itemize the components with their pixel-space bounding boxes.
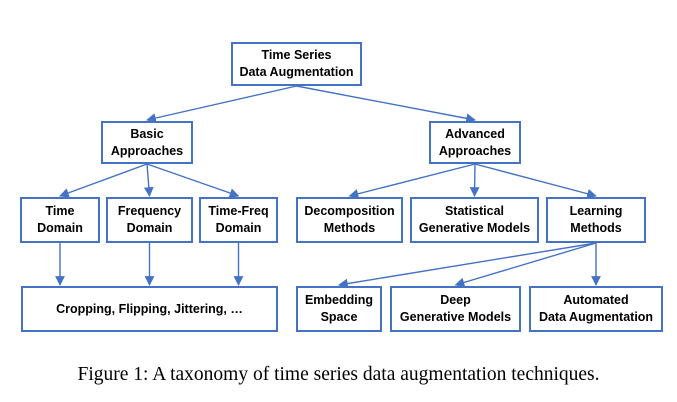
edge-basic-to-frequency [143, 163, 154, 197]
node-frequency-domain: Frequency Domain [106, 197, 193, 243]
edge-basic-to-time [59, 163, 148, 198]
edge-learning-to-deep [454, 242, 597, 288]
edge-advanced-to-learning [474, 163, 597, 199]
edge-basic-to-timefreq [146, 163, 240, 198]
node-statistical-generative-models: Statistical Generative Models [410, 197, 539, 243]
node-advanced-approaches: Advanced Approaches [429, 121, 521, 164]
edge-root-to-advanced [296, 85, 476, 124]
node-time-domain: Time Domain [20, 197, 100, 243]
figure-caption: Figure 1: A taxonomy of time series data… [77, 364, 600, 385]
node-cropping-flipping-jittering: Cropping, Flipping, Jittering, … [21, 286, 278, 332]
node-decomposition-methods: Decomposition Methods [296, 197, 403, 243]
node-time-series-data-augmentation: Time Series Data Augmentation [231, 42, 362, 86]
node-learning-methods: Learning Methods [546, 197, 646, 243]
node-automated-data-augmentation: Automated Data Augmentation [529, 286, 663, 332]
edge-advanced-to-statistical [469, 163, 480, 197]
node-deep-generative-models: Deep Generative Models [390, 286, 521, 332]
edge-advanced-to-decomposition [348, 163, 476, 199]
node-time-freq-domain: Time-Freq Domain [199, 197, 278, 243]
edge-root-to-basic [146, 85, 297, 123]
node-embedding-space: Embedding Space [296, 286, 382, 332]
edge-learning-to-embedding [338, 242, 597, 289]
node-basic-approaches: Basic Approaches [101, 121, 193, 164]
